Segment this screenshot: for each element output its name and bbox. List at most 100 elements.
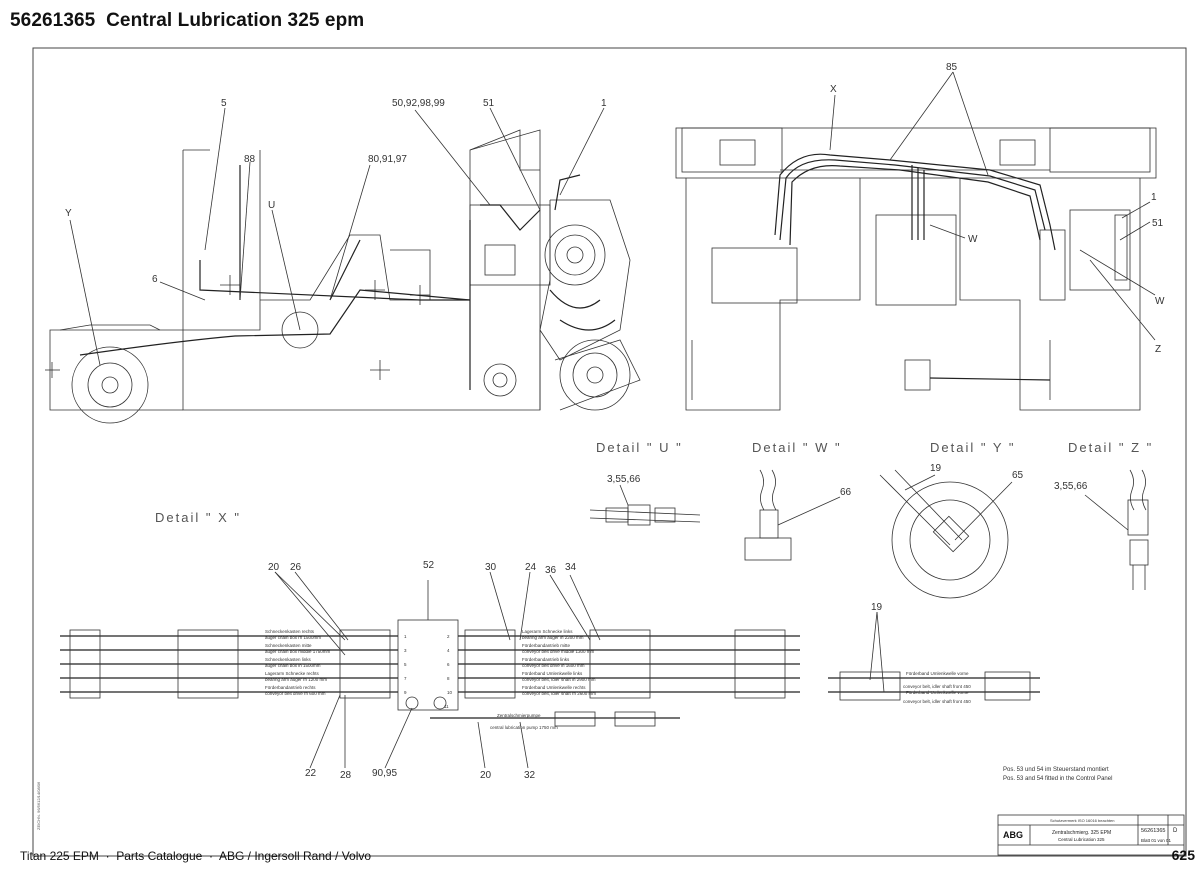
pump-label-de: Zentralschmierpumpe [497,713,541,718]
callout-24: 24 [525,562,537,573]
block-port-10: 10 [447,690,453,695]
title-block-doc-no: 56261365 [1141,828,1165,834]
callout-51-left: 51 [483,98,495,109]
callout-34: 34 [565,562,577,573]
hose-label-right-4-en: conveyor belt, idler shaft lh 2900 mm [522,677,596,682]
callout-32: 32 [524,770,536,781]
hose-label-left-4-de: Lagerarm Schnecke rechts [265,671,320,676]
callout-90-95: 90,95 [372,768,397,779]
detail-u-fitting [589,484,701,526]
callout-20-top: 20 [268,562,280,573]
block-port-9: 9 [404,690,407,695]
callout-6: 6 [152,274,158,285]
distributor-block [397,580,459,711]
block-port-8: 8 [447,676,450,681]
callout-3-55-66-u: 3,55,66 [607,474,641,485]
callout-50-92-98-99: 50,92,98,99 [392,98,445,109]
block-port-4: 4 [447,648,450,653]
callout-Z: Z [1155,344,1161,355]
detail-z-fitting [1084,469,1149,590]
hose-label-right-3-de: Förderbandantrieb links [522,657,570,662]
side-view-wheels [71,224,631,424]
callout-26: 26 [290,562,302,573]
footer-left: Titan 225 EPM · Parts Catalogue · ABG / … [20,849,372,863]
page-title: 56261365 Central Lubrication 325 epm [10,10,365,31]
callout-66: 66 [840,487,852,498]
callout-36: 36 [545,565,557,576]
detail-z-title: Detail " Z " [1068,440,1153,455]
callout-28: 28 [340,770,352,781]
top-view-hoses [774,153,1056,381]
detail-y-title: Detail " Y " [930,440,1016,455]
top-view-leaders [829,71,1156,341]
idler-hoses [828,677,1040,693]
hose-label-right-5-de: Förderband Umlenkwelle rechts [522,685,586,690]
side-view-leaders [69,107,605,366]
hose-lines-left [60,635,398,693]
title-block-header: Schutzvermerk ISO 16016 beachten [1050,818,1114,823]
note-line-en: Pos. 53 and 54 fitted in the Control Pan… [1003,776,1112,782]
title-block-brand: ABG [1003,830,1023,840]
callout-20-bottom: 20 [480,770,492,781]
callout-X: X [830,84,837,95]
pump-label-en: central lubrication pump 1750 mm [490,725,558,730]
note-line-de: Pos. 53 und 54 im Steuerstand montiert [1003,767,1109,773]
hose-label-right-2-de: Förderbandantrieb mitte [522,643,571,648]
callout-22: 22 [305,768,317,779]
callout-1-left: 1 [601,98,607,109]
callout-5: 5 [221,98,227,109]
top-view [675,127,1157,411]
callout-1-right: 1 [1151,192,1157,203]
hose-label-left-4-en: bearing arm auger rh 1200 mm [265,677,327,682]
idler-fittings [839,671,1031,701]
hose-label-right-1-de: Lagerarm Schnecke links [522,629,573,634]
callout-19-x: 19 [871,602,883,613]
drawing-frame [32,47,1187,857]
callout-W-center: W [968,234,978,245]
block-port-1: 1 [404,634,407,639]
callout-3-55-66-z: 3,55,66 [1054,481,1088,492]
hose-label-left-1-en: auger chain box rh 1500mm [265,635,321,640]
hose-label-left-5-de: Förderbandantrieb rechts [265,685,316,690]
title-block-rev: D [1173,828,1178,834]
hose-fittings [69,629,786,727]
title-block-sheet: Blatt 01 von 01 [1141,838,1172,843]
callout-85: 85 [946,62,958,73]
hose-label-left-2-en: auger chain box middle 1750mm [265,649,331,654]
hose-label-left-5-en: conveyor belt drive rh 600 mm [265,691,326,696]
block-port-3: 3 [404,648,407,653]
block-port-7: 7 [404,676,407,681]
detail-y-fitting [879,469,1013,599]
detail-x-title: Detail " X " [155,510,241,525]
callout-52: 52 [423,560,435,571]
side-view [45,129,641,411]
callout-19-y: 19 [930,463,942,474]
hose-label-right-5-en: conveyor belt, idler shaft rh 2600 mm [522,691,596,696]
hose-label-right-4-de: Förderband Umlenkwelle links [522,671,583,676]
hose-label-left-3-en: auger chain box lh 1500mm [265,663,321,668]
hose-label-right-2-en: conveyor belt drive middle 1300 mm [522,649,595,654]
callout-88: 88 [244,154,256,165]
block-port-6: 6 [447,662,450,667]
idler-label-1-de: Förderband Umlenkwelle vorne [906,671,969,676]
callout-30: 30 [485,562,497,573]
idler-label-2-en: conveyor belt, idler shaft front 450 [903,699,971,704]
side-view-hoses [79,165,616,390]
title-block [997,814,1185,856]
hose-label-left-1-de: Schneckenkasten rechts [265,629,315,634]
callout-U: U [268,200,275,211]
page-number: 625 [1171,847,1195,863]
hose-label-right-1-en: bearing arm auger lh 2200 mm [522,635,584,640]
hose-label-left-3-de: Schneckenkasten links [265,657,312,662]
callout-65: 65 [1012,470,1024,481]
callout-80-91-97: 80,91,97 [368,154,407,165]
detail-w-title: Detail " W " [752,440,842,455]
block-port-5: 5 [404,662,407,667]
idler-label-1-en: conveyor belt, idler shaft front 450 [903,684,971,689]
side-code: ZEICHN. 96/5612/14/08/06 [36,781,41,830]
block-port-11: 11 [444,704,449,709]
detail-w-fitting [744,469,841,561]
callout-W-right: W [1155,296,1165,307]
